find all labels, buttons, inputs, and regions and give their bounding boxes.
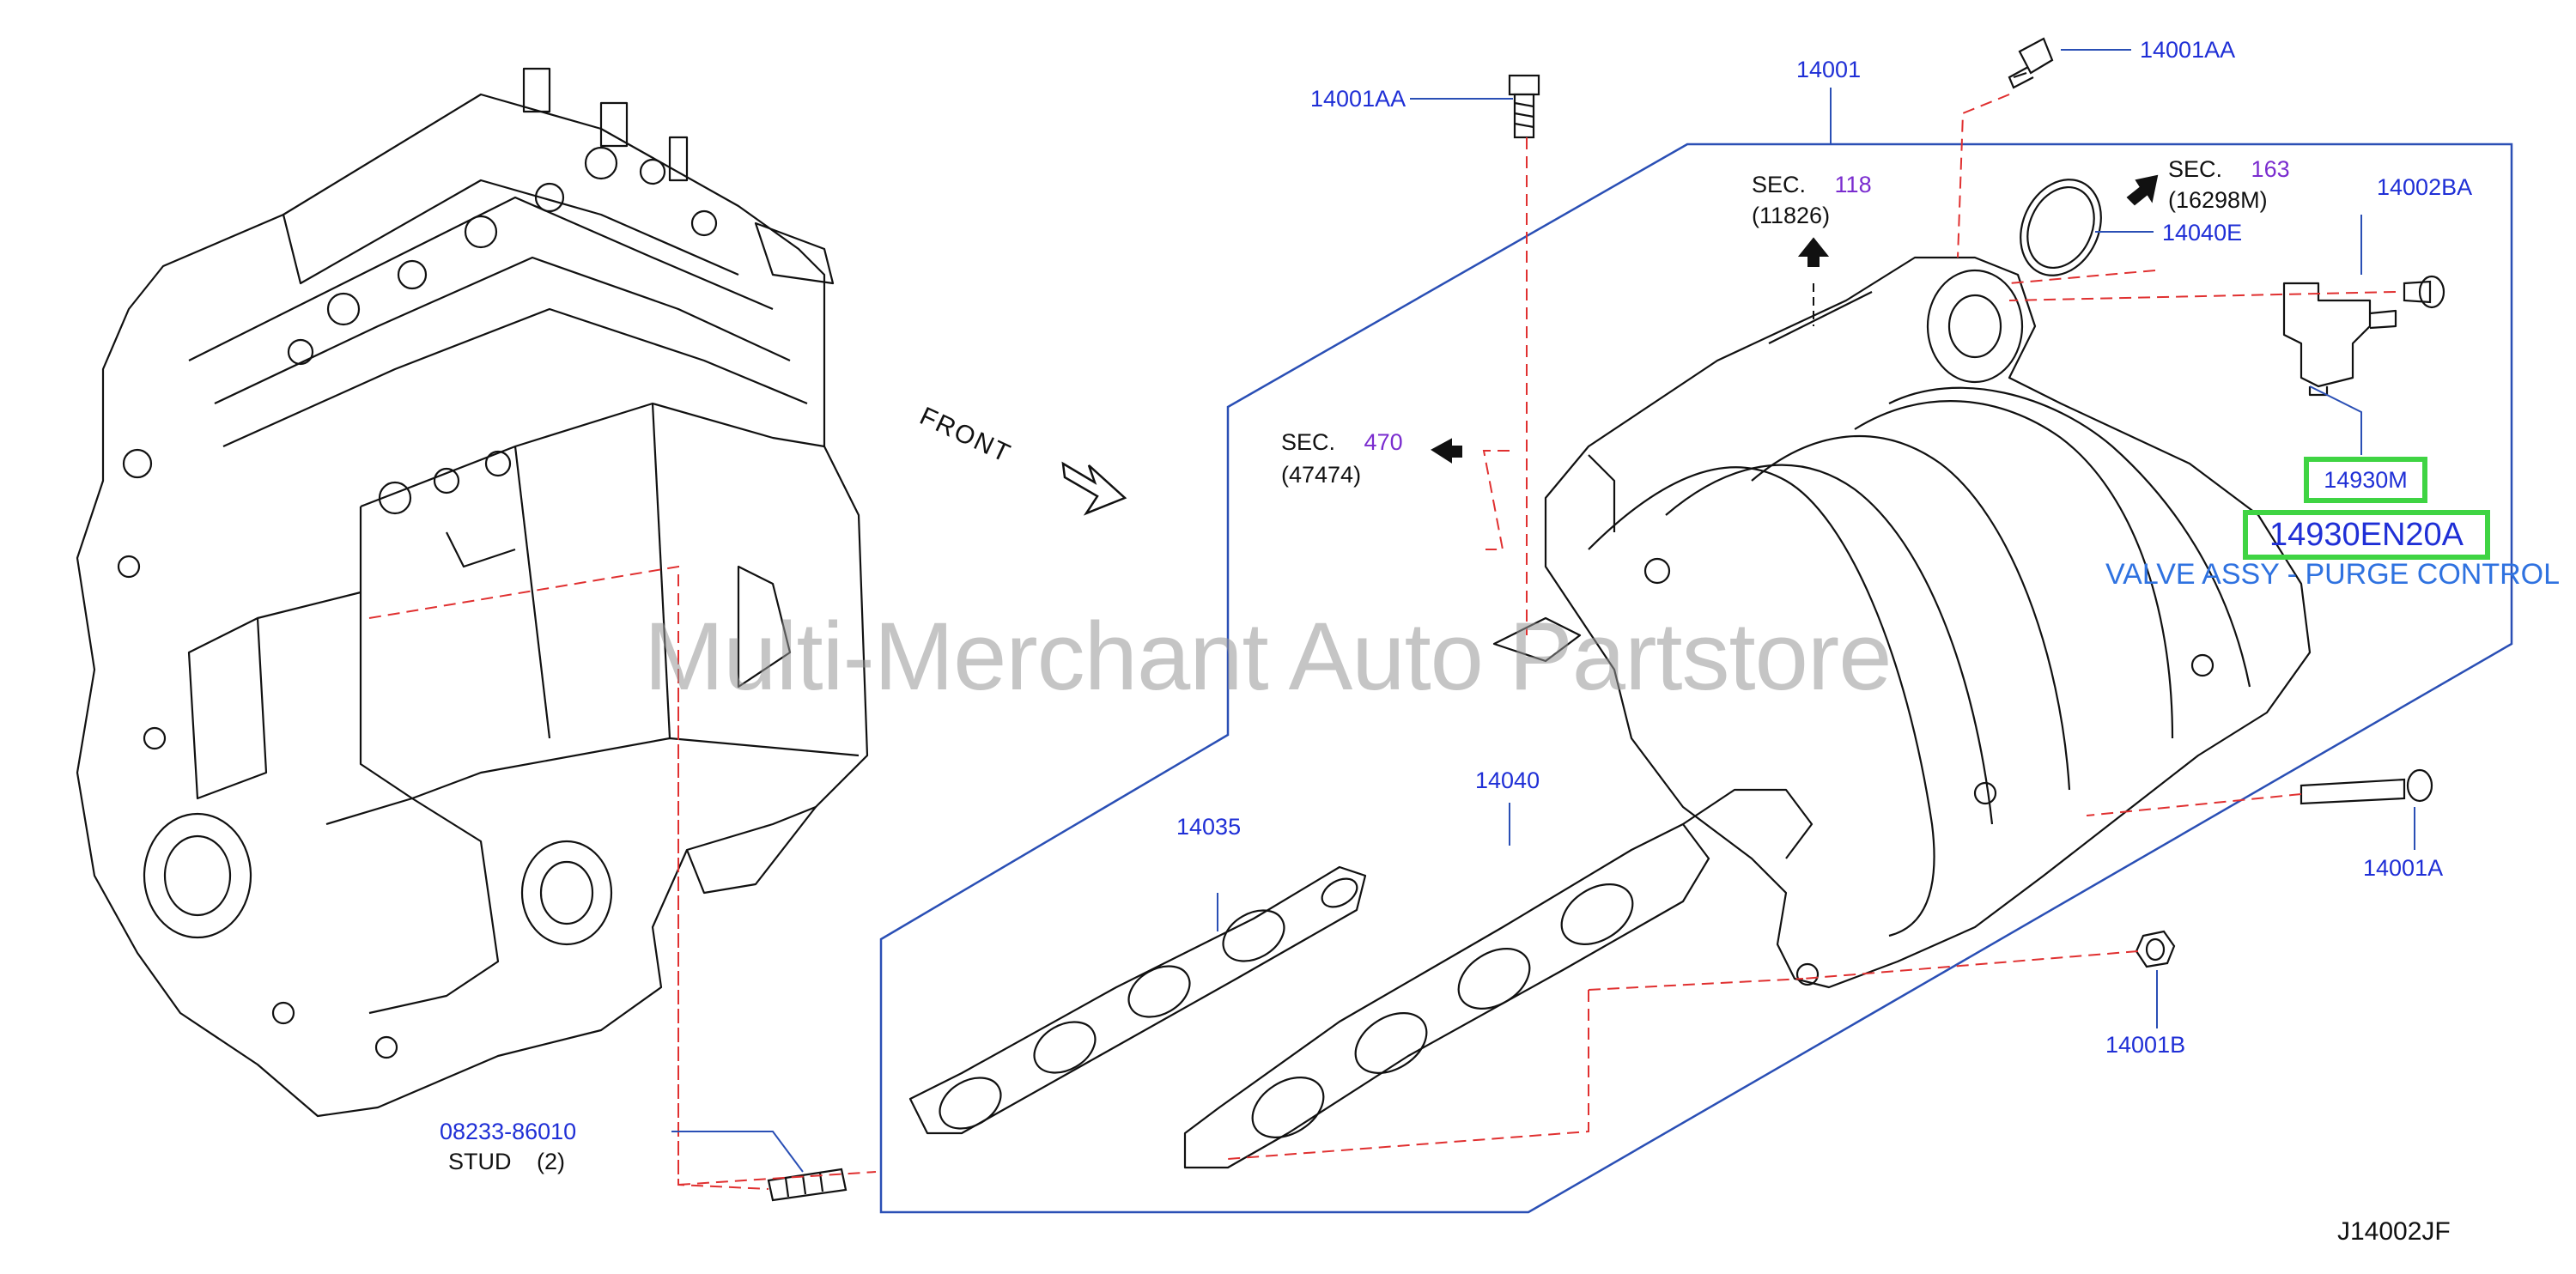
callout-14035: 14035 xyxy=(1176,814,1242,840)
section-ref-470-code: (47474) xyxy=(1281,462,1362,488)
section-ref-118: SEC. 118 xyxy=(1752,173,1872,197)
highlight-part-description: VALVE ASSY - PURGE CONTROL xyxy=(2105,558,2561,591)
bolt-14001a xyxy=(2300,768,2433,805)
callout-14040: 14040 xyxy=(1475,767,1540,793)
bolt-14001aa-top xyxy=(2008,37,2054,89)
engine-block-illustration xyxy=(76,67,869,1118)
section-ref-163-code: (16298M) xyxy=(2168,187,2268,213)
highlight-part-ref[interactable]: 14930M xyxy=(2304,457,2427,503)
section-ref-118-prefix: SEC. xyxy=(1752,172,1807,197)
callout-14001: 14001 xyxy=(1796,57,1862,82)
drawing-code: J14002JF xyxy=(2337,1217,2451,1246)
arrow-sec163 xyxy=(2126,174,2159,206)
callout-14040e: 14040E xyxy=(2162,220,2243,246)
nut-14001b xyxy=(2135,930,2176,968)
front-arrow xyxy=(1061,461,1127,516)
oring-14040e-illustration xyxy=(2020,179,2102,276)
callout-14001a: 14001A xyxy=(2363,855,2444,881)
callout-stud-label: STUD (2) xyxy=(448,1150,565,1174)
stud-label-text: STUD xyxy=(448,1149,512,1174)
callout-stud-number: 08233-86010 xyxy=(440,1119,577,1144)
purge-valve-illustration xyxy=(2282,282,2397,397)
leader-lines xyxy=(671,49,2415,1173)
highlight-part-ref-text: 14930M xyxy=(2324,466,2408,493)
bolt-14002ba xyxy=(2403,275,2445,309)
section-ref-163-number: 163 xyxy=(2251,156,2290,182)
section-ref-118-code: (11826) xyxy=(1752,203,1831,228)
stud-qty-text: (2) xyxy=(537,1149,566,1174)
section-ref-118-number: 118 xyxy=(1834,172,1872,197)
section-ref-470-number: 470 xyxy=(1364,429,1403,455)
gasket-14040-illustration xyxy=(1183,788,1814,1169)
assembly-boundary xyxy=(879,143,2513,1214)
assembly-dashed-lines xyxy=(368,94,2397,1190)
section-arrows xyxy=(1431,174,2159,464)
callout-14001b: 14001B xyxy=(2105,1032,2186,1058)
arrow-sec470 xyxy=(1431,438,1462,464)
intake-manifold-illustration xyxy=(1492,256,2312,989)
arrow-sec118 xyxy=(1797,237,1830,267)
section-ref-470: SEC. 470 xyxy=(1281,431,1403,454)
section-ref-163: SEC. 163 xyxy=(2168,158,2290,181)
section-ref-470-prefix: SEC. xyxy=(1281,429,1336,455)
callout-14001aa-left: 14001AA xyxy=(1310,86,1406,112)
callout-14002ba: 14002BA xyxy=(2377,174,2473,200)
watermark-text: Multi-Merchant Auto Partstore xyxy=(644,603,1892,710)
gasket-14035-illustration xyxy=(908,865,1367,1135)
bolt-14001aa-left xyxy=(1508,74,1540,139)
section-ref-163-prefix: SEC. xyxy=(2168,156,2223,182)
highlight-part-number-text: 14930EN20A xyxy=(2269,516,2464,553)
highlight-part-number[interactable]: 14930EN20A xyxy=(2243,510,2490,560)
callout-14001aa-top: 14001AA xyxy=(2140,37,2236,63)
